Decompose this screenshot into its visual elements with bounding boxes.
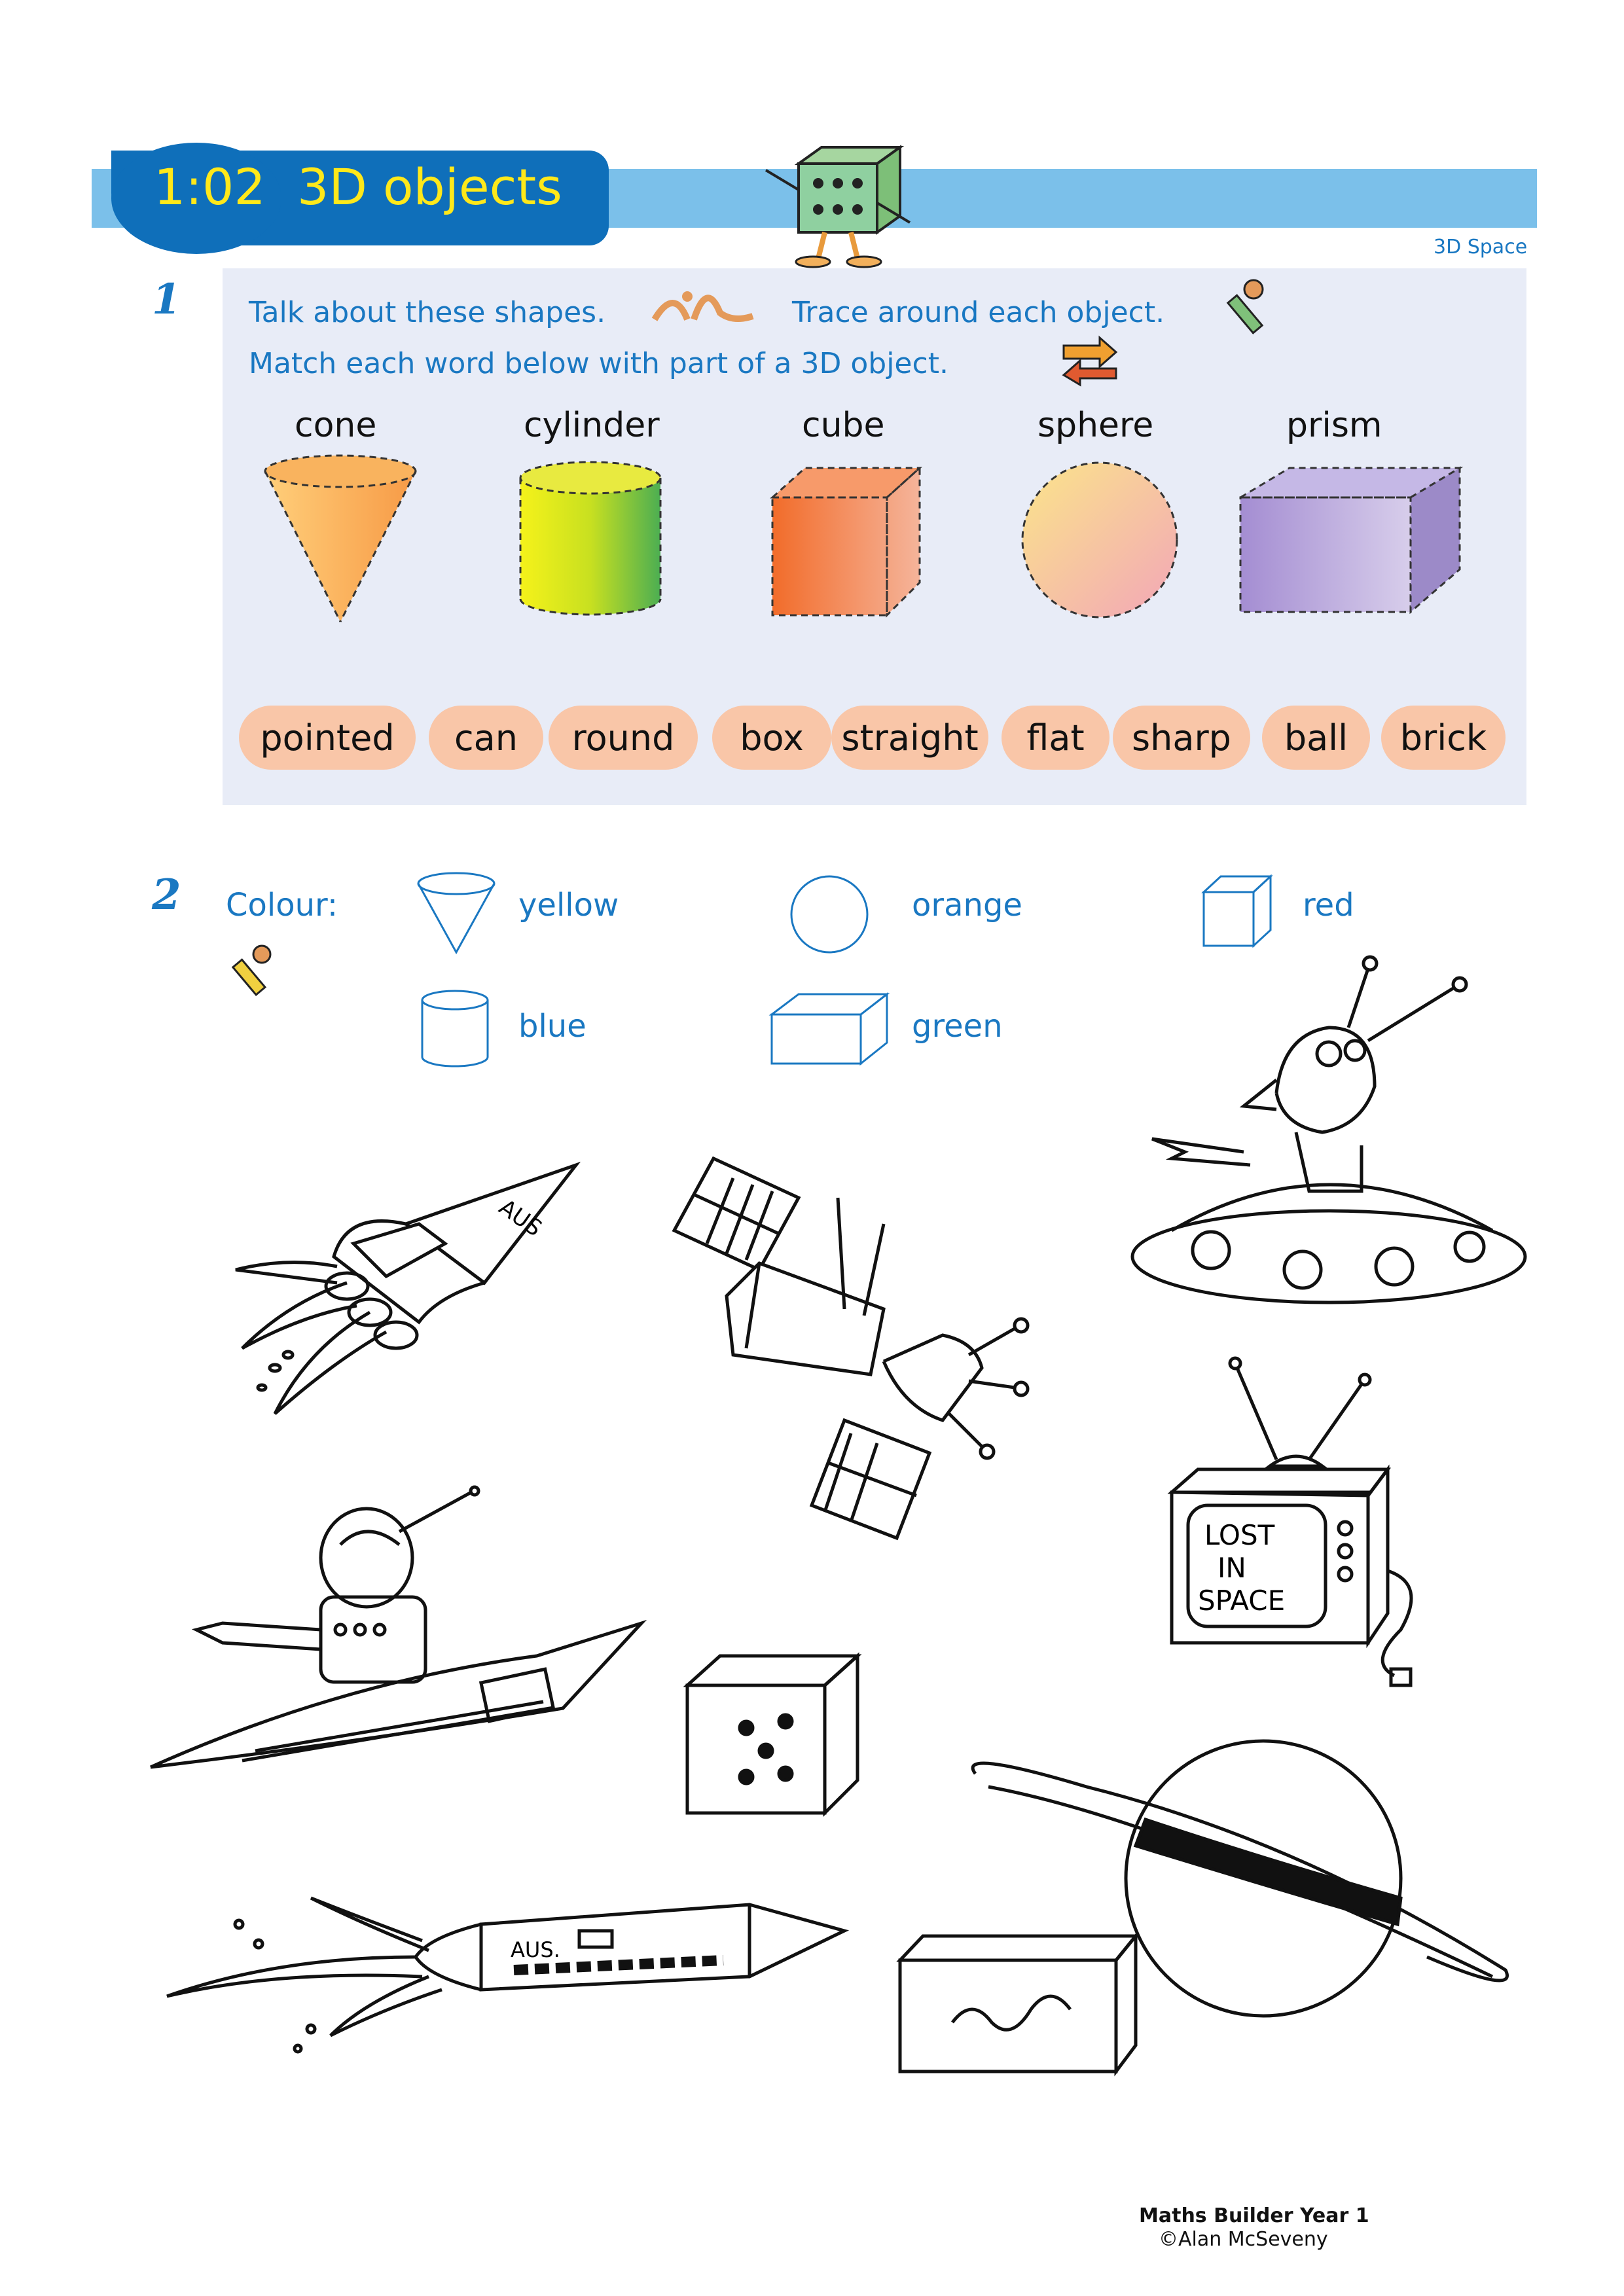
question-number-1: 1 bbox=[152, 275, 181, 324]
prism-shape bbox=[1236, 466, 1464, 615]
rocket2-illustration: AUS. bbox=[166, 1896, 850, 2054]
shape-name-cylinder: cylinder bbox=[524, 406, 660, 445]
astronaut-rocket-illustration bbox=[149, 1485, 647, 1769]
key-cylinder-icon bbox=[421, 990, 489, 1067]
word-chip-ball[interactable]: ball bbox=[1262, 706, 1370, 770]
satellite-illustration bbox=[672, 1156, 1030, 1541]
colour-label: Colour: bbox=[226, 887, 338, 924]
rocket2-label: AUS. bbox=[511, 1937, 560, 1962]
footer-book-title: Maths Builder Year 1 bbox=[1139, 2204, 1369, 2227]
header-number-oval bbox=[111, 143, 281, 254]
pencil-worm-icon bbox=[1226, 279, 1264, 334]
tv-text-line3: SPACE bbox=[1198, 1585, 1285, 1617]
cylinder-shape bbox=[519, 461, 662, 616]
word-chip-round[interactable]: round bbox=[549, 706, 698, 770]
dice-cube-illustration bbox=[683, 1652, 862, 1818]
brick-illustration bbox=[896, 1931, 1140, 2077]
dice-mascot-icon bbox=[765, 145, 911, 268]
colour-yellow: yellow bbox=[518, 887, 619, 924]
cube-shape bbox=[770, 465, 922, 618]
colour-orange: orange bbox=[912, 887, 1022, 924]
rocket-illustration: AUS bbox=[235, 1161, 581, 1415]
colour-green: green bbox=[912, 1008, 1003, 1045]
word-chip-pointed[interactable]: pointed bbox=[239, 706, 416, 770]
key-cube-icon bbox=[1201, 874, 1273, 948]
instruction-talk: Talk about these shapes. bbox=[249, 296, 606, 329]
shape-name-cone: cone bbox=[295, 406, 377, 445]
instruction-match: Match each word below with part of a 3D … bbox=[249, 347, 948, 380]
planet-illustration bbox=[971, 1739, 1509, 2018]
topic-label: 3D Space bbox=[1434, 236, 1528, 259]
tv-illustration: LOST IN SPACE bbox=[1167, 1356, 1413, 1687]
key-sphere-icon bbox=[790, 875, 869, 954]
footer-copyright: ©Alan McSeveny bbox=[1159, 2228, 1328, 2251]
colour-blue: blue bbox=[518, 1008, 586, 1045]
arrows-icon bbox=[1062, 335, 1118, 387]
word-chip-sharp[interactable]: sharp bbox=[1113, 706, 1250, 770]
pencil-worm-icon bbox=[231, 944, 272, 997]
key-prism-icon bbox=[768, 992, 890, 1066]
word-chip-can[interactable]: can bbox=[429, 706, 543, 770]
shape-name-sphere: sphere bbox=[1038, 406, 1154, 445]
tv-text-line1: LOST bbox=[1204, 1519, 1275, 1551]
shape-name-prism: prism bbox=[1286, 406, 1382, 445]
worms-icon bbox=[651, 291, 754, 322]
sphere-shape bbox=[1021, 461, 1178, 619]
word-chip-flat[interactable]: flat bbox=[1001, 706, 1110, 770]
unit-title: 3D objects bbox=[297, 158, 562, 216]
tv-text-line2: IN bbox=[1218, 1552, 1246, 1584]
cone-shape bbox=[264, 454, 417, 622]
shape-name-cube: cube bbox=[802, 406, 885, 445]
unit-number: 1:02 bbox=[154, 158, 266, 216]
page-title: 1:02 3D objects bbox=[154, 162, 562, 212]
colour-red: red bbox=[1303, 887, 1354, 924]
alien-saucer-illustration bbox=[1130, 955, 1527, 1304]
question-number-2: 2 bbox=[152, 870, 181, 920]
key-cone-icon bbox=[417, 872, 496, 955]
word-chip-box[interactable]: box bbox=[712, 706, 831, 770]
instruction-trace: Trace around each object. bbox=[792, 296, 1165, 329]
word-chip-brick[interactable]: brick bbox=[1381, 706, 1506, 770]
word-chip-straight[interactable]: straight bbox=[831, 706, 988, 770]
